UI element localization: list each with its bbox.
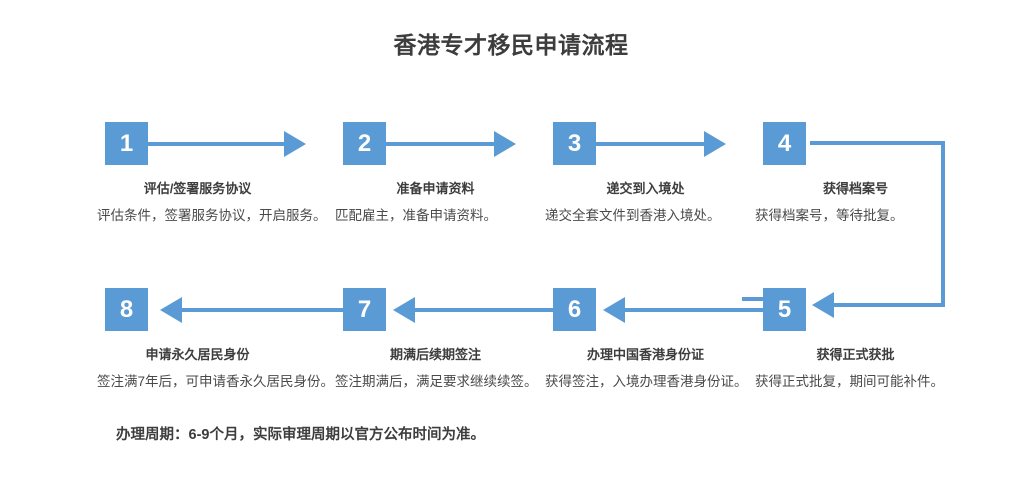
flow-step-1[interactable]: 1 评估/签署服务协议 评估条件，签署服务协议，开启服务。 — [95, 110, 327, 270]
flow-step-3[interactable]: 3 递交到入境处 递交全套文件到香港入境处。 — [543, 110, 755, 270]
step-description: 递交全套文件到香港入境处。 — [545, 208, 721, 223]
flow-row-bottom: 8 申请永久居民身份 签注满7年后，可申请香永久居民身份。 7 期满后续期签注 … — [0, 276, 1022, 436]
step-description: 匹配雇主，准备申请资料。 — [335, 208, 497, 223]
footer-note: 办理周期：6-9个月，实际审理周期以官方公布时间为准。 — [116, 427, 485, 443]
step-title: 递交到入境处 — [606, 181, 685, 196]
flow-step-8[interactable]: 8 申请永久居民身份 签注满7年后，可申请香永久居民身份。 — [95, 276, 335, 436]
flow-step-5[interactable]: 5 获得正式获批 获得正式批复，期间可能补件。 — [753, 276, 965, 436]
step-title: 期满后续期签注 — [389, 347, 481, 362]
arrow-right-1-to-2 — [148, 131, 306, 157]
flow-step-6[interactable]: 6 办理中国香港身份证 获得签注，入境办理香港身份证。 — [543, 276, 755, 436]
page-title: 香港专才移民申请流程 — [393, 32, 629, 58]
step-number-badge: 5 — [763, 288, 806, 331]
step-description: 获得正式批复，期间可能补件。 — [755, 374, 944, 389]
step-number-badge: 4 — [763, 122, 806, 165]
arrow-left-6-to-7 — [393, 297, 557, 323]
arrow-right-2-to-3 — [386, 131, 516, 157]
step-description: 获得档案号，等待批复。 — [755, 208, 904, 223]
arrow-left-5-to-6 — [603, 297, 767, 323]
arrow-head-icon — [494, 131, 516, 157]
step-title: 获得档案号 — [822, 181, 888, 196]
arrow-right-3-to-4 — [596, 131, 726, 157]
step-number-badge: 3 — [553, 122, 596, 165]
step-description: 签注满7年后，可申请香永久居民身份。 — [97, 374, 335, 389]
connector-segment-horizontal-bottom — [834, 303, 945, 307]
arrow-shaft — [180, 308, 346, 312]
connector-segment-horizontal-top — [810, 141, 945, 145]
flow-step-4[interactable]: 4 获得档案号 获得档案号，等待批复。 — [753, 110, 965, 270]
step-number-badge: 7 — [343, 288, 386, 331]
elbow-connector-4-to-5 — [810, 130, 1022, 330]
flow-row-top: 1 评估/签署服务协议 评估条件，签署服务协议，开启服务。 2 准备申请资料 匹… — [0, 110, 1022, 270]
arrow-head-icon — [704, 131, 726, 157]
arrow-shaft — [623, 308, 767, 312]
step-description: 签注期满后，满足要求继续续签。 — [335, 374, 538, 389]
step-title: 办理中国香港身份证 — [586, 347, 704, 362]
flow-step-2[interactable]: 2 准备申请资料 匹配雇主，准备申请资料。 — [333, 110, 545, 270]
step-number-badge: 8 — [105, 288, 148, 331]
arrow-head-icon — [812, 292, 834, 318]
arrow-left-7-to-8 — [160, 297, 346, 323]
step-title: 申请永久居民身份 — [145, 347, 250, 362]
step-number-badge: 6 — [553, 288, 596, 331]
step-title: 获得正式获批 — [816, 347, 895, 362]
arrow-head-icon — [284, 131, 306, 157]
arrow-shaft — [148, 142, 286, 146]
step-title: 准备申请资料 — [396, 181, 475, 196]
arrow-head-icon — [160, 297, 182, 323]
connector-segment-vertical — [941, 141, 945, 307]
step-description: 评估条件，签署服务协议，开启服务。 — [97, 208, 327, 223]
connector-stub-left-of-step-5 — [742, 297, 764, 301]
step-number-badge: 2 — [343, 122, 386, 165]
step-description: 获得签注，入境办理香港身份证。 — [545, 374, 748, 389]
step-title: 评估/签署服务协议 — [143, 181, 252, 196]
arrow-shaft — [413, 308, 557, 312]
arrow-shaft — [386, 142, 496, 146]
arrow-shaft — [596, 142, 706, 146]
arrow-head-icon — [393, 297, 415, 323]
step-number-badge: 1 — [105, 122, 148, 165]
flow-step-7[interactable]: 7 期满后续期签注 签注期满后，满足要求继续续签。 — [333, 276, 545, 436]
arrow-head-icon — [603, 297, 625, 323]
